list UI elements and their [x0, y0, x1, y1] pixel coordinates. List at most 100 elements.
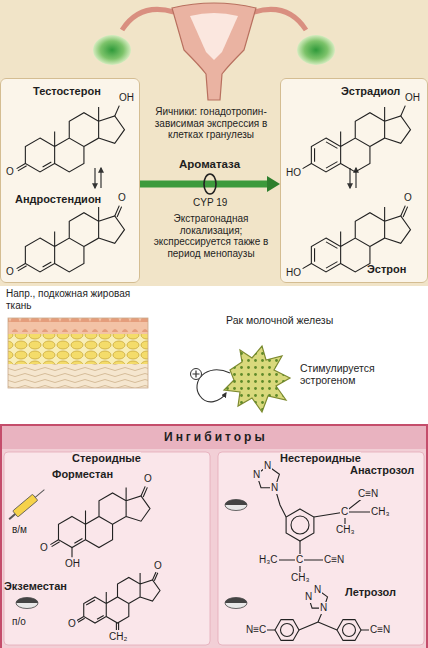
drug-name: Анастрозол [350, 464, 414, 477]
inhibitor-panel: Ингибиторы [0, 424, 428, 648]
atom-label: N [304, 591, 313, 603]
atom-label: CH₃ [335, 524, 356, 536]
atom-label: O [5, 266, 15, 278]
benzene-ring [275, 620, 299, 641]
atom-label: C [340, 506, 349, 518]
pill-icons [16, 500, 247, 609]
compound-name: Тестостерон [33, 85, 101, 98]
syringe-icon [7, 487, 47, 523]
atom-label: HO [285, 167, 302, 179]
pill-half [225, 500, 247, 506]
aromatic-circle [343, 624, 356, 637]
bonds [50, 486, 147, 557]
tube [254, 9, 306, 30]
equilibrium-arrows [95, 168, 356, 188]
atom-label: O [5, 166, 15, 178]
atom-label: CH₃ [290, 572, 311, 584]
header-band [0, 424, 428, 449]
steroid-skeleton [84, 573, 160, 623]
group-heading: Стероидные [72, 452, 141, 465]
panel-fill [0, 78, 140, 283]
route-label: в/м [12, 524, 27, 536]
uterus-cavity [190, 13, 238, 60]
plunger [9, 514, 15, 519]
upper-ground [0, 0, 428, 286]
atom-label: N≡C [245, 624, 267, 636]
fat-layer [8, 334, 148, 364]
steroid-panel: ТестостеронАндростендион [0, 78, 140, 283]
skin-bumps [8, 318, 148, 332]
reaction-arrow [140, 174, 280, 194]
atom-label: O [67, 618, 77, 630]
enzyme-ring [204, 174, 216, 194]
subpanel [218, 452, 424, 645]
annotation: Экстрагонадная локализация; экспрессируе… [144, 213, 278, 259]
bonds [77, 572, 158, 630]
uterus-body [172, 3, 256, 100]
bonds [17, 206, 122, 271]
testosterone-structure [17, 106, 125, 172]
atom-label: HO [285, 267, 302, 279]
gene-label: CYP 19 [193, 197, 227, 209]
fibres [8, 364, 148, 388]
atom-label: OH [64, 558, 81, 570]
tube [122, 9, 174, 30]
annotation: Напр., подкожная жировая ткань [6, 288, 136, 311]
compound-name: Эстрадиол [341, 85, 400, 98]
annotation: Рак молочной железы [226, 314, 333, 326]
skin [8, 318, 148, 334]
ovary [93, 35, 131, 65]
annotation: Яичники: гонадотропин-зависимая экспресс… [144, 106, 278, 141]
pill-half [225, 598, 247, 604]
aromatic-circle [281, 624, 294, 637]
atom-label: N [319, 602, 328, 614]
atom-label: C [295, 554, 304, 566]
bonds [17, 106, 120, 171]
benzene-ring [337, 620, 361, 641]
benzene-ring [286, 509, 314, 541]
atom-label: N [270, 482, 279, 494]
bonds [303, 106, 406, 169]
route-label: п/о [12, 616, 26, 628]
group-heading: Нестероидные [280, 452, 361, 465]
steroid-skeleton [25, 207, 124, 272]
pill-half [16, 598, 38, 604]
atom-label: O [153, 560, 163, 572]
subpanel [4, 452, 210, 645]
bonds [303, 206, 408, 269]
atom-label: O [143, 473, 153, 485]
steroid-skeleton [25, 107, 124, 172]
drug-name: Форместан [52, 468, 113, 481]
substituent-bonds [268, 494, 380, 578]
ovary [297, 35, 335, 65]
cell-dots [224, 346, 290, 412]
uterus [93, 3, 335, 100]
needle [35, 490, 44, 498]
arrow [349, 168, 350, 188]
plus-cross [193, 371, 200, 378]
pill [225, 500, 247, 511]
steroid-skeleton [58, 488, 150, 548]
inhibitor-ground [0, 424, 428, 648]
aromatic-circle [291, 516, 309, 534]
atom-label: N [263, 460, 272, 472]
atom-label: C≡N [357, 488, 379, 500]
atom-label: N [313, 584, 322, 596]
steroid-skeleton [311, 107, 410, 172]
bonds [256, 608, 380, 630]
estradiol-structure [303, 106, 411, 172]
arrow [94, 168, 95, 188]
atom-label: OH [404, 92, 421, 104]
atom-label: O [39, 542, 49, 554]
cancer-cell [191, 346, 291, 412]
panel-fill [280, 78, 428, 283]
fat-tissue [8, 318, 148, 388]
atom-label: N [252, 469, 261, 481]
pill [16, 598, 38, 609]
cell-body [224, 346, 290, 412]
atom-label: CH₃ [370, 506, 391, 518]
deep-layer [8, 364, 148, 388]
